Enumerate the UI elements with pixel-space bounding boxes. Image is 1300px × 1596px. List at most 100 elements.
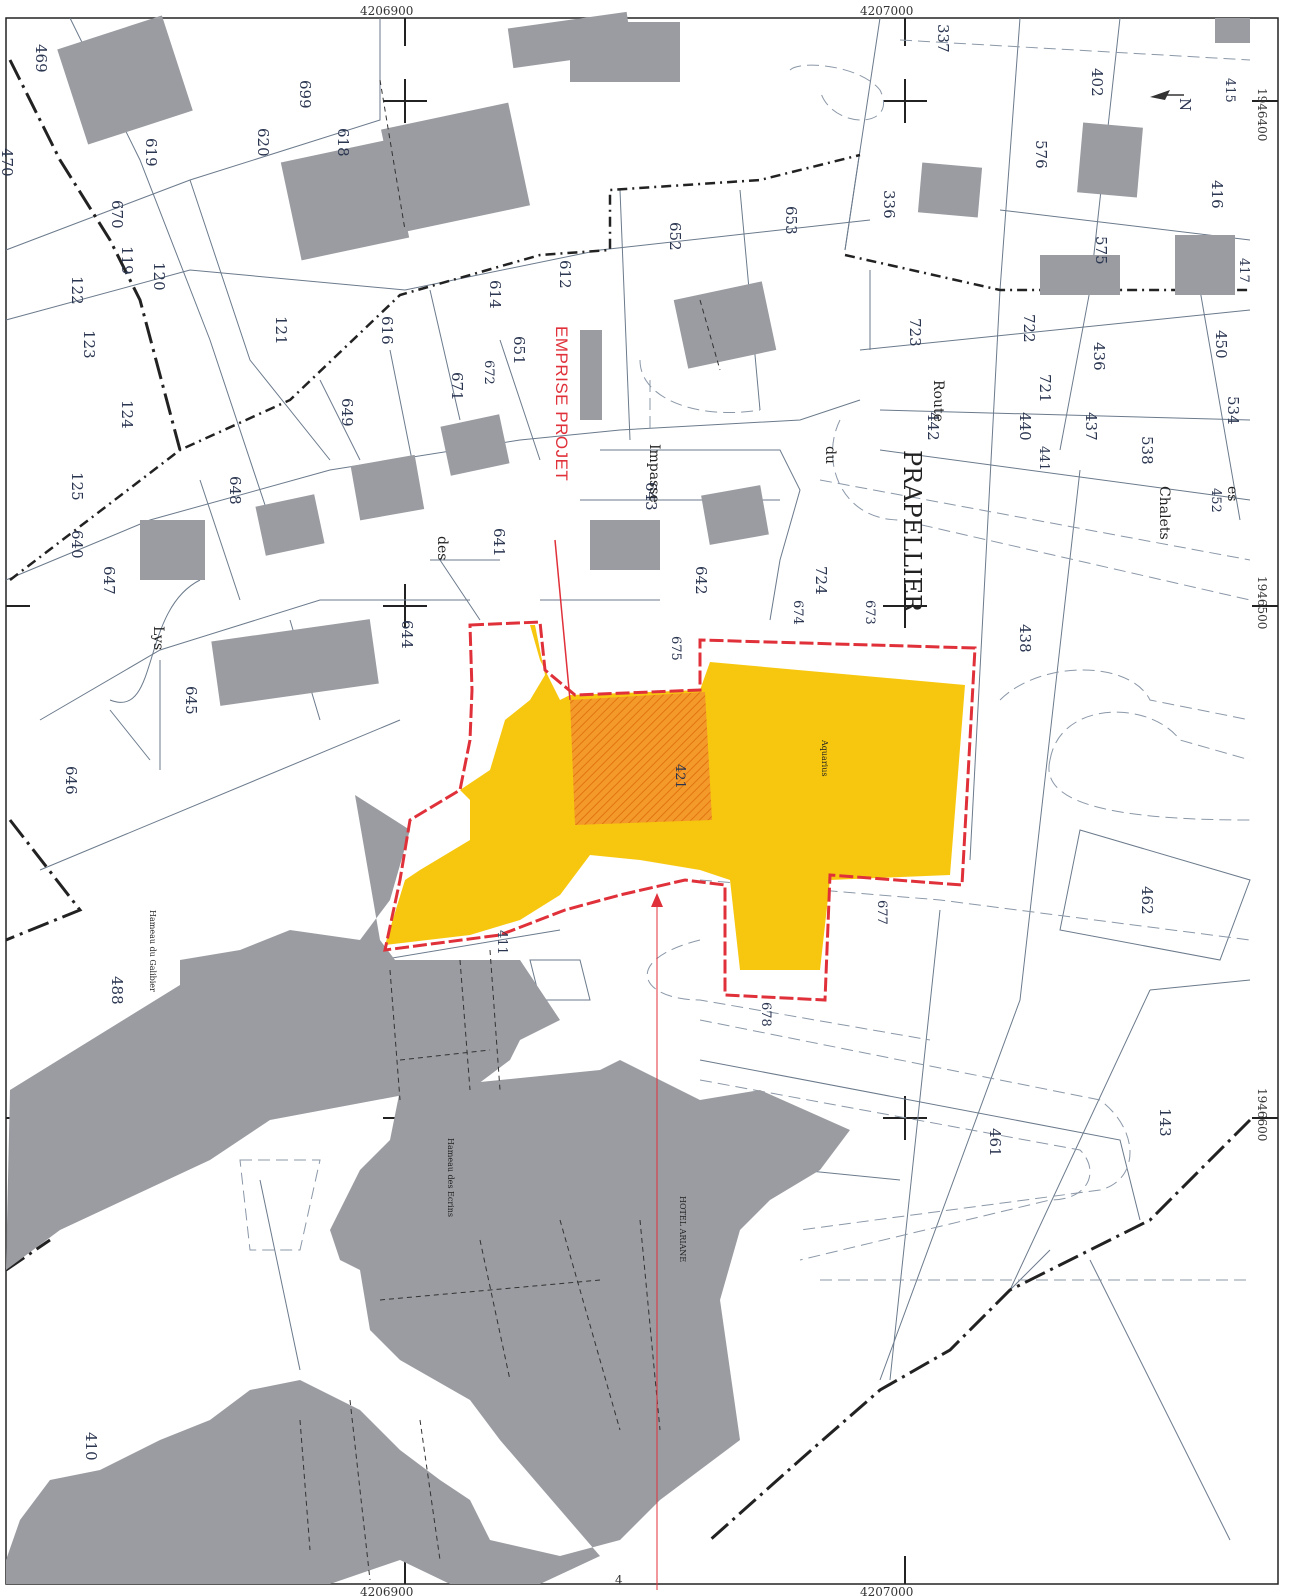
building xyxy=(1175,235,1235,295)
commune-boundaries xyxy=(5,59,1252,1542)
parcel-label: 614 xyxy=(486,280,504,309)
parcel-label: 575 xyxy=(1092,236,1110,265)
parcel-label: 646 xyxy=(62,766,80,795)
parcel-label: 673 xyxy=(862,600,877,625)
parcel-numbers: 469 470 699 620 618 619 670 119 120 122 … xyxy=(0,24,1251,1461)
parcel-label: 417 xyxy=(1236,258,1251,283)
es-label: es xyxy=(1224,486,1240,501)
parcel-label: 671 xyxy=(448,372,466,401)
parcel-label: 652 xyxy=(666,222,684,251)
parcel-label: 421 xyxy=(672,764,687,789)
parcel-label: 125 xyxy=(68,472,86,501)
parcel-label: 722 xyxy=(1020,314,1038,343)
coord-y-bottom: 1946600 xyxy=(1255,1088,1269,1141)
parcel-label: 337 xyxy=(934,24,952,53)
du-label: du xyxy=(822,446,838,464)
parcel-label: 620 xyxy=(254,128,272,157)
building xyxy=(1040,255,1120,295)
building xyxy=(570,22,680,82)
building xyxy=(440,414,510,476)
parcel-label: 612 xyxy=(556,260,574,289)
building xyxy=(590,520,660,570)
parcel-label: 122 xyxy=(68,276,86,305)
parcel-label: 616 xyxy=(378,316,396,345)
project-area xyxy=(383,539,977,1590)
project-outline xyxy=(383,620,977,1002)
parcel-label: 641 xyxy=(490,528,508,557)
parcel-label: 647 xyxy=(100,566,118,595)
parcel-label: 675 xyxy=(668,636,683,661)
parcel-label: 649 xyxy=(338,398,356,427)
chalets-label: Chalets xyxy=(1156,486,1172,540)
parcel-label: 336 xyxy=(880,190,898,219)
coord-bottom-left: 4206900 xyxy=(360,1585,413,1596)
des-label: des xyxy=(434,536,450,560)
building xyxy=(701,485,769,545)
project-hatch xyxy=(570,692,712,825)
building xyxy=(917,162,983,218)
parcel-label: 488 xyxy=(108,976,126,1005)
parcel-label: 674 xyxy=(790,600,805,625)
parcel-label: 440 xyxy=(1016,412,1034,441)
parcel-label: 124 xyxy=(118,400,136,429)
building xyxy=(6,795,560,1270)
impasse-label: Impasse xyxy=(646,444,662,503)
parcel-label: 442 xyxy=(924,412,942,441)
coord-top-right: 4207000 xyxy=(860,4,913,18)
coord-bottom-right: 4207000 xyxy=(860,1585,913,1596)
coord-y-middle: 1946500 xyxy=(1255,576,1269,629)
building-divisions xyxy=(299,79,721,1581)
parcel-label: 648 xyxy=(226,476,244,505)
parcel-label: 441 xyxy=(1036,446,1051,471)
building xyxy=(140,520,205,580)
buildings xyxy=(6,11,1250,1584)
place-names: EMPRISE PROJET PRAPELLIER Route du Impas… xyxy=(148,326,1240,1262)
parcel-label: 576 xyxy=(1032,140,1050,169)
building xyxy=(280,139,410,261)
project-leader xyxy=(554,539,571,701)
coord-top-left: 4206900 xyxy=(360,4,413,18)
parcel-label: 653 xyxy=(782,206,800,235)
parcel-label: 644 xyxy=(398,620,416,649)
parcel-label: 415 xyxy=(1222,78,1237,103)
parcel-label: 416 xyxy=(1208,180,1226,209)
building xyxy=(350,454,425,521)
parcel-label: 618 xyxy=(334,128,352,157)
building xyxy=(6,1060,850,1584)
map-frame xyxy=(5,17,1279,1585)
parcel-label: 699 xyxy=(296,80,314,109)
parcel-label: 437 xyxy=(1082,412,1100,441)
arrow-head xyxy=(651,893,663,907)
parcel-label: 119 xyxy=(118,246,136,275)
hameau-galibier-label: Hameau du Galibier xyxy=(148,910,157,992)
building xyxy=(255,494,325,556)
parcel-label: 678 xyxy=(758,1002,773,1027)
hameau-ecrins-label: Hameau des Ecrins xyxy=(446,1138,455,1217)
route-label: Route xyxy=(930,380,946,422)
parcel-label: 469 xyxy=(32,44,50,73)
parcel-label: 123 xyxy=(80,330,98,359)
parcel-label: 411 xyxy=(494,930,509,955)
parcel-label: 461 xyxy=(986,1128,1004,1157)
parcel-label: 672 xyxy=(481,360,496,385)
parcel-label: 651 xyxy=(510,336,528,365)
parcel-label: 645 xyxy=(182,686,200,715)
coordinate-labels: 4206900 4207000 4206900 4207000 4 194640… xyxy=(360,4,1269,1596)
building xyxy=(580,330,602,420)
parcel-label: 677 xyxy=(874,900,889,925)
lys-label: Lys xyxy=(150,626,166,650)
parcel-label: 438 xyxy=(1016,624,1034,653)
parcel-label: 643 xyxy=(642,482,660,511)
parcel-label: 723 xyxy=(906,318,924,347)
coord-bottom-small: 4 xyxy=(615,1573,623,1587)
building xyxy=(211,619,379,706)
parcel-label: 642 xyxy=(692,566,710,595)
parcel-label: 724 xyxy=(812,566,830,595)
parcel-label: 640 xyxy=(68,530,86,559)
coord-y-top: 1946400 xyxy=(1255,88,1269,141)
parcel-label: 143 xyxy=(1156,1108,1174,1137)
parcel-label: 402 xyxy=(1088,68,1106,97)
project-label: EMPRISE PROJET xyxy=(552,326,571,481)
building xyxy=(673,281,777,369)
